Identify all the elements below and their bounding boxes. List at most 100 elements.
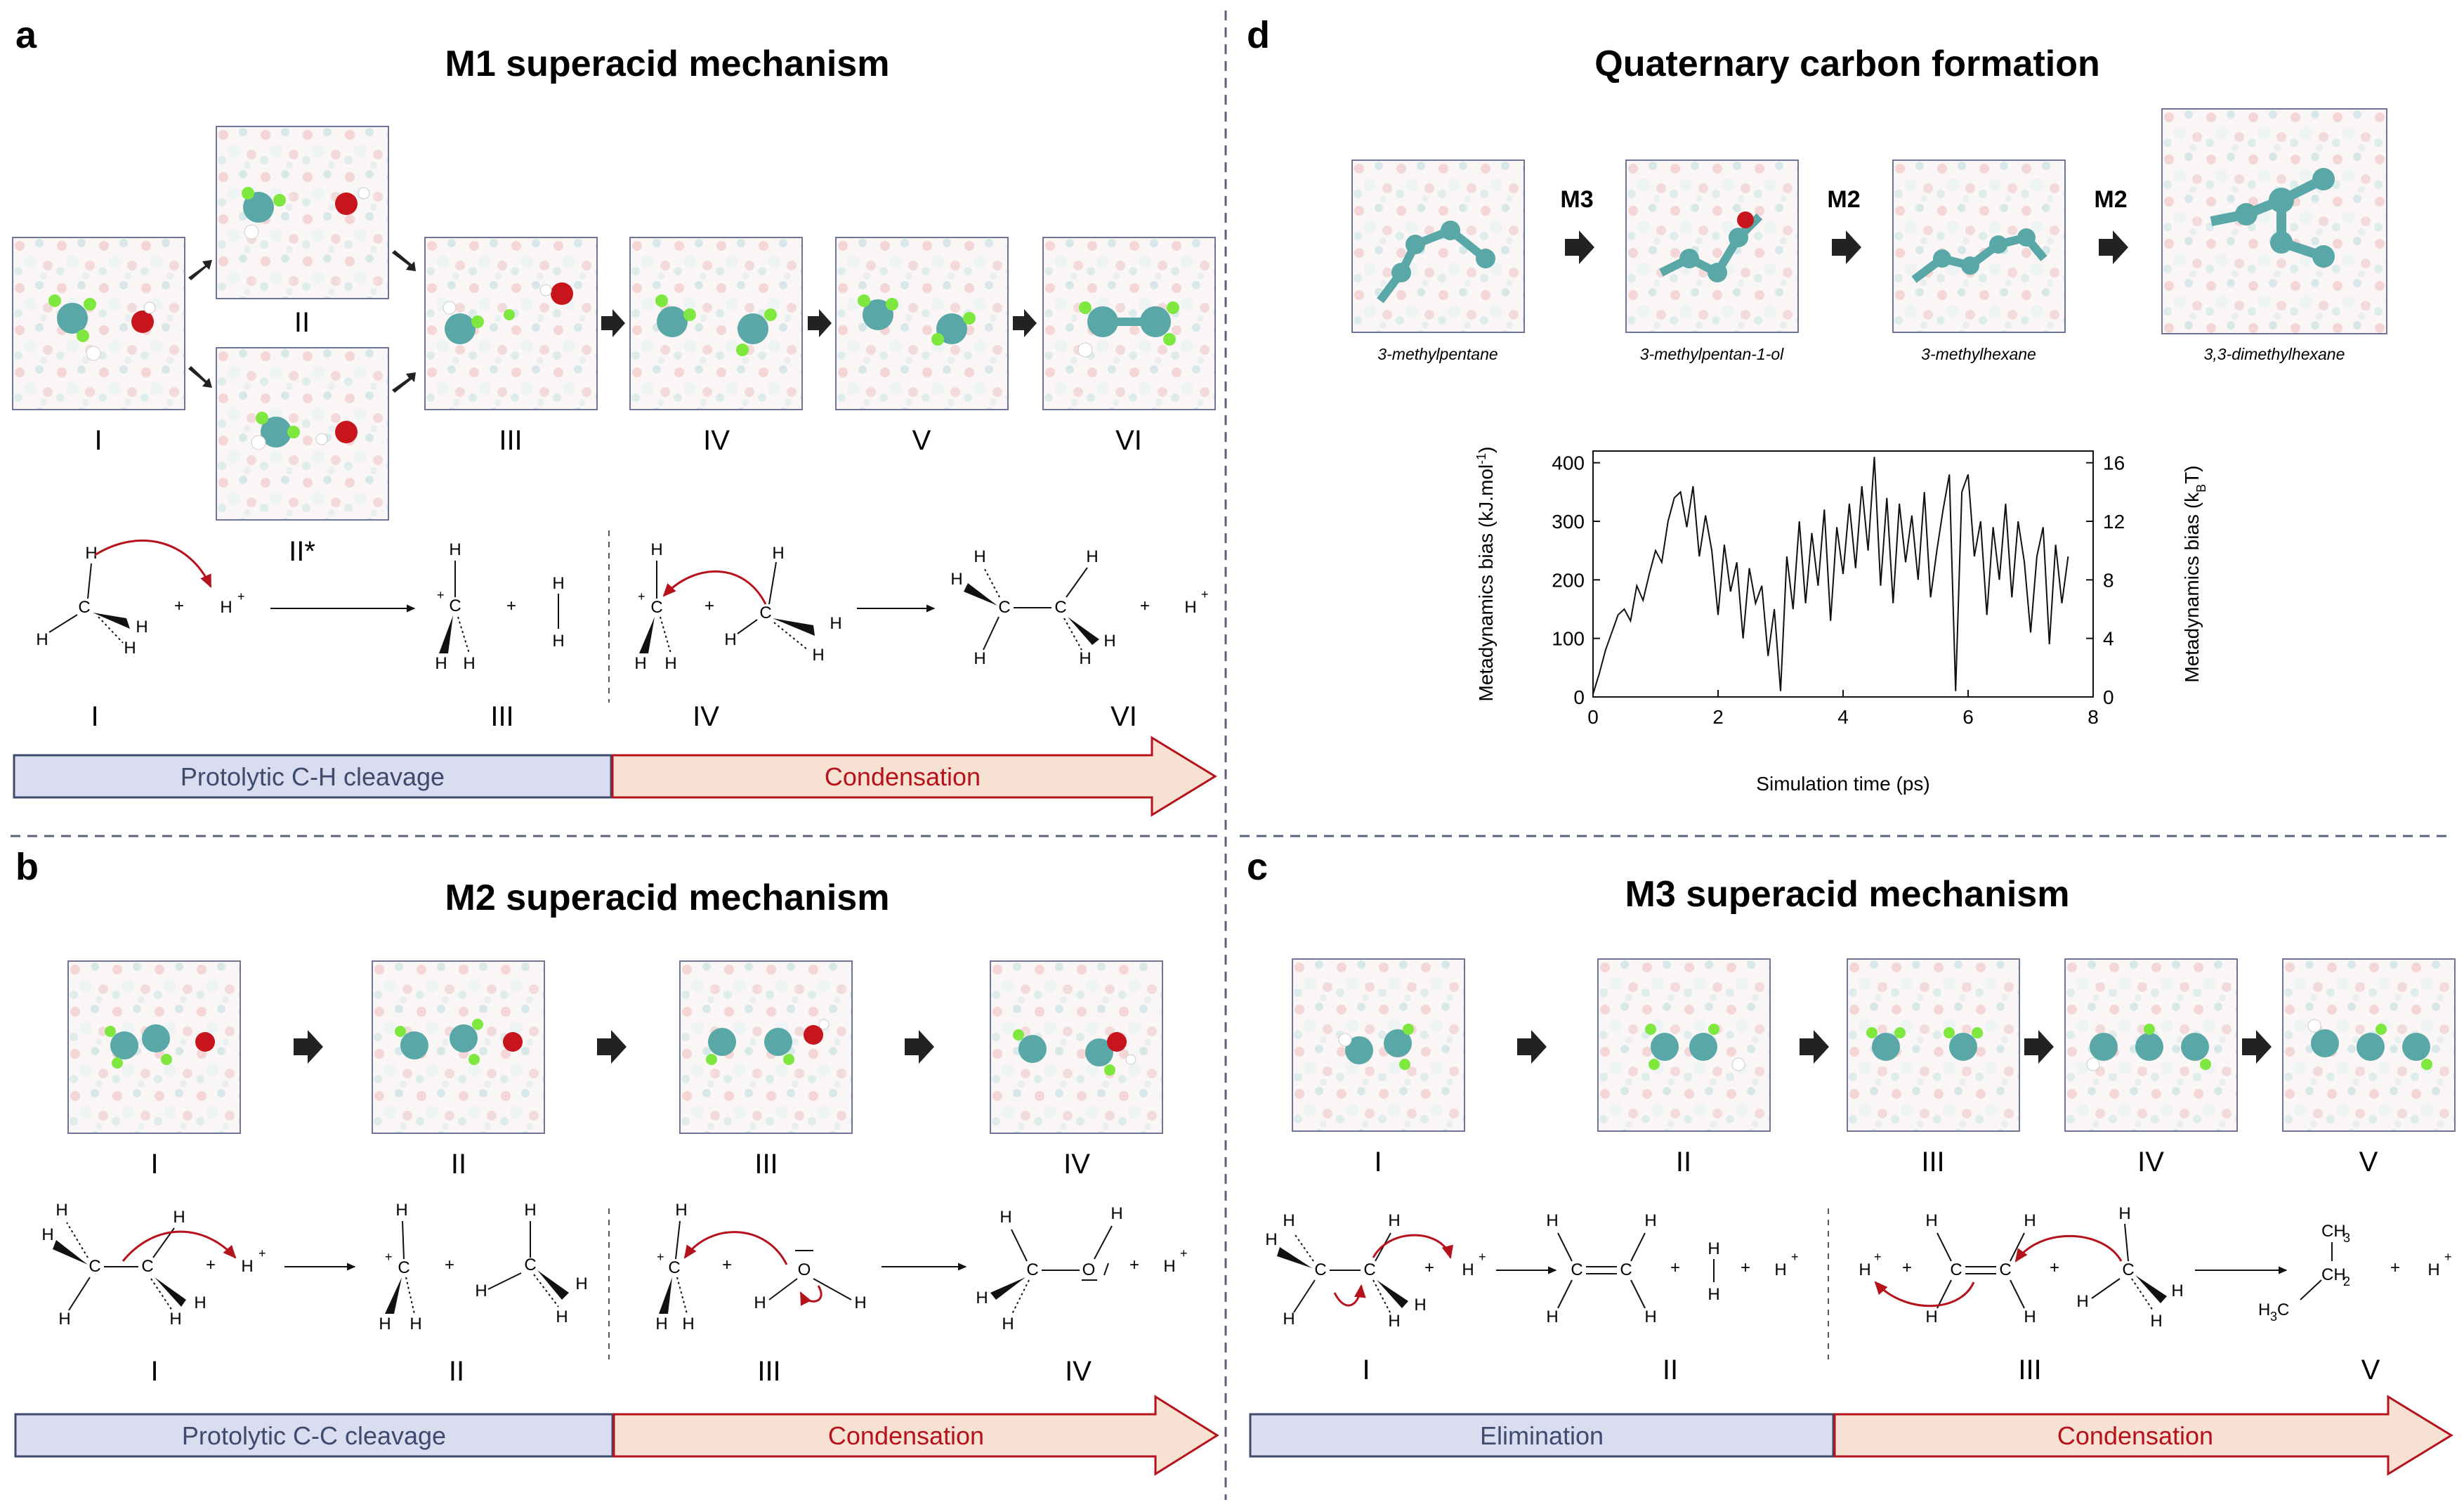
- label-a-III: III: [499, 425, 522, 456]
- svg-text:+: +: [1479, 1250, 1486, 1264]
- svg-text:H: H: [675, 1201, 687, 1220]
- svg-text:+: +: [237, 589, 245, 604]
- snapshot-arrows-c: [1517, 1030, 2272, 1064]
- svg-text:+: +: [258, 1246, 266, 1260]
- scheme-a-label-III: III: [490, 701, 513, 732]
- snapshot-d-3-methylhexane: [1892, 159, 2066, 333]
- scheme-c-label-V: V: [2361, 1355, 2380, 1385]
- scheme-c-propane-V: CH 3 CH 2 H 3 C: [2258, 1222, 2350, 1324]
- x-tick-label: 2: [1712, 706, 1724, 728]
- svg-text:H: H: [2076, 1292, 2088, 1311]
- svg-text:H: H: [1462, 1260, 1474, 1279]
- y-tick-label: 100: [1552, 628, 1585, 650]
- bar-c-left: Elimination: [1480, 1421, 1604, 1450]
- snapshot-c-I: [1292, 958, 1465, 1132]
- svg-text:H: H: [524, 1201, 536, 1220]
- label-c-I: I: [1374, 1147, 1382, 1177]
- svg-text:C: C: [668, 1258, 680, 1277]
- svg-text:+: +: [1874, 1250, 1882, 1264]
- svg-text:H: H: [194, 1293, 206, 1312]
- scheme-c-ethylene-II: C C H H H H: [1546, 1211, 1656, 1326]
- label-a-V: V: [912, 425, 931, 456]
- svg-text:H: H: [1079, 649, 1091, 668]
- panel-a: a M1 superacid mechanism: [12, 14, 1217, 817]
- y-axis-label-left: Metadynamics bias (kJ.mol-1): [1474, 447, 1497, 702]
- snapshot-frames-b: [67, 960, 1163, 1134]
- scheme-b-cation-II: C + H H H: [379, 1201, 421, 1333]
- snapshot-arrows: [188, 250, 1037, 393]
- panel-a-letter: a: [15, 14, 37, 56]
- svg-text:H: H: [974, 547, 985, 566]
- bar-b-left: Protolytic C-C cleavage: [182, 1421, 446, 1450]
- svg-text:H: H: [1546, 1307, 1558, 1326]
- svg-text:H: H: [556, 1307, 568, 1326]
- panel-c-title: M3 superacid mechanism: [1625, 874, 2070, 915]
- svg-text:H: H: [754, 1293, 766, 1312]
- svg-text:C: C: [1054, 598, 1066, 617]
- scheme-b-ethane-I: C C H H H H H H: [41, 1201, 237, 1329]
- svg-text:2: 2: [2343, 1274, 2350, 1289]
- svg-text:H: H: [463, 654, 475, 673]
- svg-text:H: H: [379, 1314, 391, 1333]
- snapshot-d-3-3-dimethylhexane: [2161, 108, 2387, 334]
- snapshot-a-I: [12, 237, 185, 410]
- svg-text:+: +: [385, 1250, 393, 1264]
- svg-text:H: H: [220, 598, 232, 617]
- snapshot-b-I: [67, 960, 241, 1134]
- svg-text:H: H: [830, 614, 841, 633]
- snapshot-labels-c: I II III IV V: [1374, 1147, 2378, 1177]
- scheme-b: C C H H H H H H + H + C: [41, 1201, 1188, 1359]
- svg-text:H: H: [2171, 1281, 2183, 1300]
- panel-d-title: Quaternary carbon formation: [1594, 44, 2099, 84]
- panel-c: c M3 superacid mechanism I II III IV: [1247, 846, 2456, 1476]
- svg-text:CH: CH: [2321, 1222, 2346, 1241]
- label-c-IV: IV: [2137, 1147, 2164, 1177]
- svg-text:H: H: [772, 544, 784, 563]
- scheme-b-methanol-IV: C O H H H H: [976, 1204, 1122, 1333]
- svg-text:H: H: [974, 649, 985, 668]
- svg-text:H: H: [950, 570, 962, 589]
- svg-text:H: H: [475, 1281, 487, 1300]
- snapshot-a-II: [216, 126, 389, 299]
- svg-text:C: C: [1026, 1260, 1038, 1279]
- label-b-II: II: [451, 1149, 466, 1180]
- svg-text:H: H: [124, 639, 136, 658]
- svg-text:H: H: [1388, 1312, 1400, 1331]
- svg-text:3: 3: [2343, 1231, 2350, 1245]
- svg-text:H: H: [1859, 1260, 1870, 1279]
- svg-text:H: H: [1925, 1307, 1937, 1326]
- svg-text:H: H: [169, 1310, 181, 1329]
- step-1-arrow: [1565, 230, 1594, 264]
- svg-text:C: C: [398, 1258, 409, 1277]
- svg-text:H: H: [36, 630, 48, 649]
- x-tick-label: 0: [1587, 706, 1599, 728]
- scheme-c-methane-III: C H H H H: [2014, 1204, 2184, 1331]
- svg-text:C: C: [2122, 1260, 2134, 1279]
- y-axis-label-right: Metadynamics bias (kBT): [2181, 465, 2208, 682]
- label-b-IV: IV: [1063, 1149, 1090, 1180]
- snapshot-labels-a: I II II* III IV V VI: [94, 307, 1141, 567]
- svg-text:+: +: [705, 596, 714, 615]
- svg-text:C: C: [1620, 1260, 1632, 1279]
- svg-text:H: H: [1644, 1211, 1656, 1230]
- svg-text:H: H: [1184, 598, 1196, 617]
- svg-text:+: +: [445, 1255, 454, 1274]
- snapshot-frames: [12, 126, 1216, 521]
- svg-text:+: +: [1140, 596, 1150, 615]
- scheme-c-h2: H H: [1708, 1239, 1719, 1304]
- molecule-frames-d: [1351, 108, 2387, 334]
- svg-text:H: H: [2118, 1204, 2130, 1223]
- y-right-tick-label: 8: [2103, 569, 2114, 591]
- svg-text:H: H: [1708, 1239, 1719, 1258]
- scheme-b-label-III: III: [757, 1356, 780, 1387]
- scheme-b-label-IV: IV: [1065, 1356, 1092, 1387]
- y-tick-label: 200: [1552, 569, 1585, 591]
- label-a-IIstar: II*: [289, 536, 315, 567]
- bar-c-right: Condensation: [2057, 1421, 2213, 1450]
- stage-bar-c: Elimination Condensation: [1249, 1395, 2453, 1476]
- svg-text:C: C: [524, 1255, 536, 1274]
- molecule-name-1: 3-methylpentane: [1377, 345, 1498, 363]
- stage-bar-a: Protolytic C-H cleavage Condensation: [13, 736, 1217, 817]
